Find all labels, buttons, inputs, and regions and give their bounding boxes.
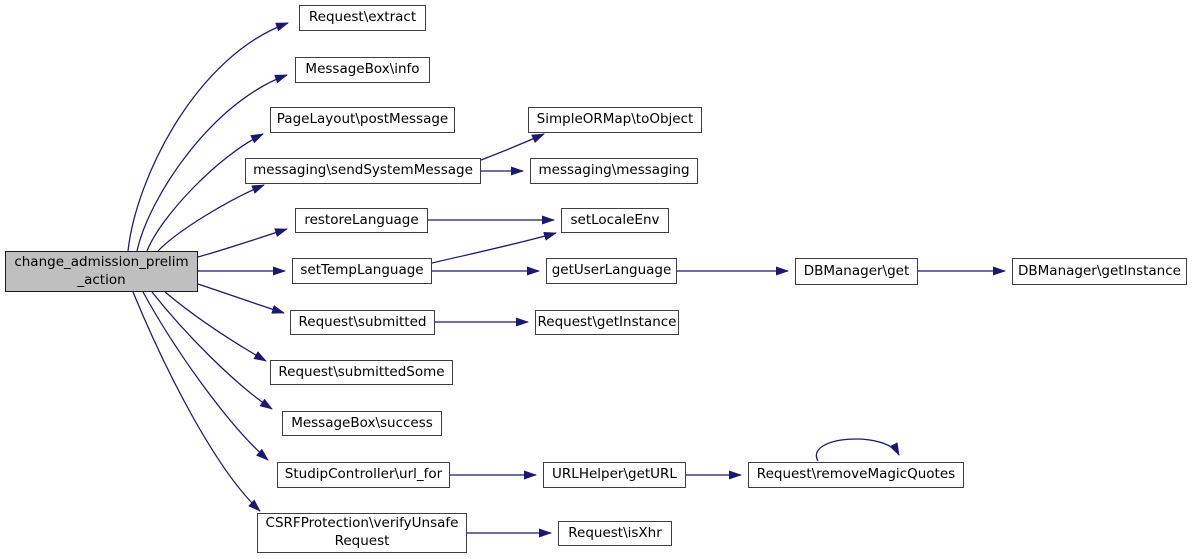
edge-root-to-messagebox-success — [151, 291, 273, 410]
node-pagelayout-postmessage[interactable]: PageLayout\postMessage — [270, 107, 455, 133]
node-dbmanager-getinstance[interactable]: DBManager\getInstance — [1012, 258, 1187, 285]
edge-root-to-request-submittedsome — [164, 291, 267, 362]
node-request-submitted[interactable]: Request\submitted — [290, 310, 435, 335]
edge-request-removemagicquotes-self-loop — [815, 438, 900, 462]
node-simpleormap-toobject[interactable]: SimpleORMap\toObject — [528, 107, 702, 133]
node-csrfprotection-verifyunsaferequest[interactable]: CSRFProtection\verifyUnsafe Request — [257, 513, 467, 553]
node-request-submittedsome[interactable]: Request\submittedSome — [270, 360, 453, 385]
node-messagebox-info[interactable]: MessageBox\info — [295, 57, 430, 83]
edge-root-to-restorelanguage — [197, 228, 288, 258]
edge-root-to-pagelayout-postmessage — [146, 133, 264, 252]
node-messagebox-success[interactable]: MessageBox\success — [282, 411, 442, 436]
edge-root-to-request-submitted — [197, 283, 285, 314]
edge-root-to-messagebox-info — [136, 74, 288, 252]
node-messaging-messaging[interactable]: messaging\messaging — [530, 158, 698, 184]
edge-root-to-csrfprotection-verifyunsaferequest — [132, 291, 261, 512]
node-messaging-sendsystemmessage[interactable]: messaging\sendSystemMessage — [245, 158, 481, 184]
node-studipcontroller-url-for[interactable]: StudipController\url_for — [277, 462, 450, 488]
edge-sendsystemmessage-to-simpleormap-toobject — [480, 133, 545, 161]
edge-root-to-request-extract — [127, 22, 289, 252]
edge-settemplanguage-to-setlocaleenv — [431, 231, 557, 264]
node-dbmanager-get[interactable]: DBManager\get — [795, 258, 918, 285]
node-getuserlanguage[interactable]: getUserLanguage — [546, 258, 677, 284]
node-request-extract[interactable]: Request\extract — [299, 5, 426, 31]
node-request-getinstance[interactable]: Request\getInstance — [535, 310, 679, 335]
node-request-removemagicquotes[interactable]: Request\removeMagicQuotes — [748, 462, 964, 488]
node-change-admission-prelim-action: change_admission_prelim _action — [5, 251, 198, 292]
edge-root-to-studipcontroller-url-for — [142, 291, 269, 461]
node-settemplanguage[interactable]: setTempLanguage — [292, 258, 432, 284]
node-setlocaleenv[interactable]: setLocaleEnv — [561, 208, 669, 233]
node-request-isxhr[interactable]: Request\isXhr — [558, 521, 672, 546]
edge-root-to-messaging-sendsystemmessage — [157, 184, 265, 252]
node-restorelanguage[interactable]: restoreLanguage — [295, 208, 428, 233]
node-urlhelper-geturl[interactable]: URLHelper\getURL — [543, 462, 686, 488]
